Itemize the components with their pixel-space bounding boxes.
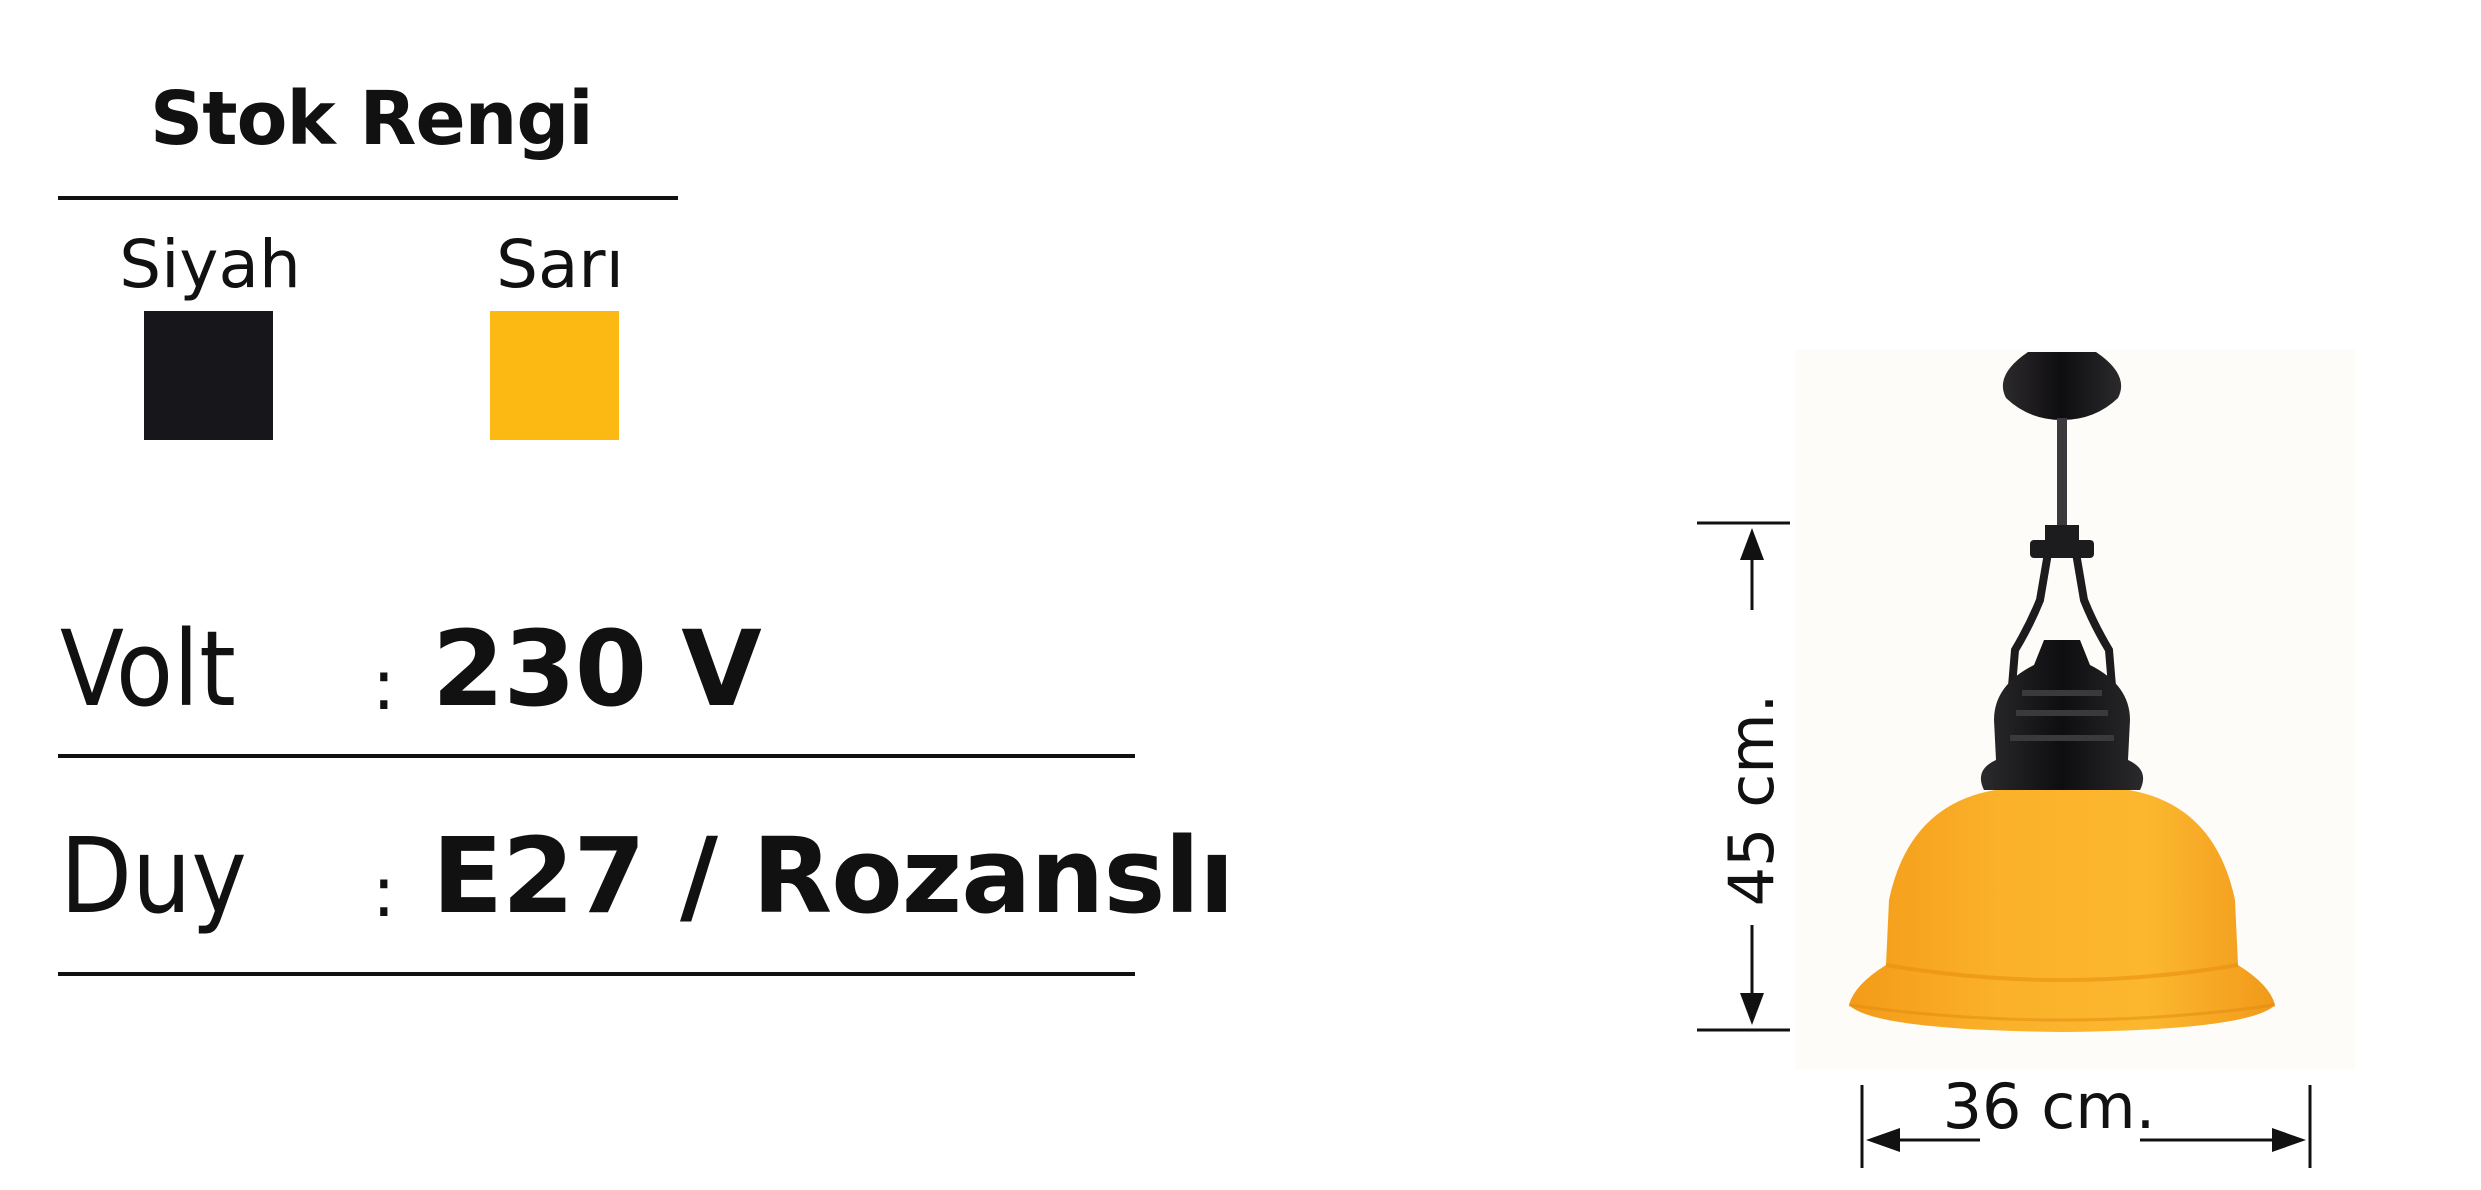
spec-value-socket: E27 / Rozanslı bbox=[432, 815, 1235, 937]
height-dimension-label: 45 cm. bbox=[1715, 693, 1788, 907]
lamp-shade bbox=[1849, 790, 2275, 1032]
width-dimension-line bbox=[1860, 1085, 2312, 1168]
swatch-label-yellow: Sarı bbox=[496, 226, 624, 303]
spec-separator-socket: : bbox=[372, 851, 396, 933]
swatch-black bbox=[144, 311, 273, 440]
swatch-label-black: Siyah bbox=[119, 226, 301, 303]
ceiling-canopy bbox=[2002, 352, 2122, 420]
spec-label-volt: Volt bbox=[60, 608, 236, 730]
spec-label-socket: Duy bbox=[60, 815, 247, 937]
spec-separator-volt: : bbox=[372, 644, 396, 726]
stock-title-divider bbox=[58, 196, 678, 200]
spec-divider-socket bbox=[58, 972, 1135, 976]
swatch-yellow bbox=[490, 311, 619, 440]
lamp-arm-left bbox=[2004, 552, 2052, 736]
width-dimension-label: 36 cm. bbox=[1932, 1076, 2166, 1138]
spec-value-volt: 230 V bbox=[432, 608, 762, 730]
spec-divider-volt bbox=[58, 754, 1135, 758]
lamp-arm-right bbox=[2072, 552, 2120, 736]
height-dimension-line bbox=[1697, 521, 1790, 1032]
stock-color-title: Stok Rengi bbox=[150, 76, 594, 162]
lamp-cord bbox=[2057, 418, 2067, 533]
